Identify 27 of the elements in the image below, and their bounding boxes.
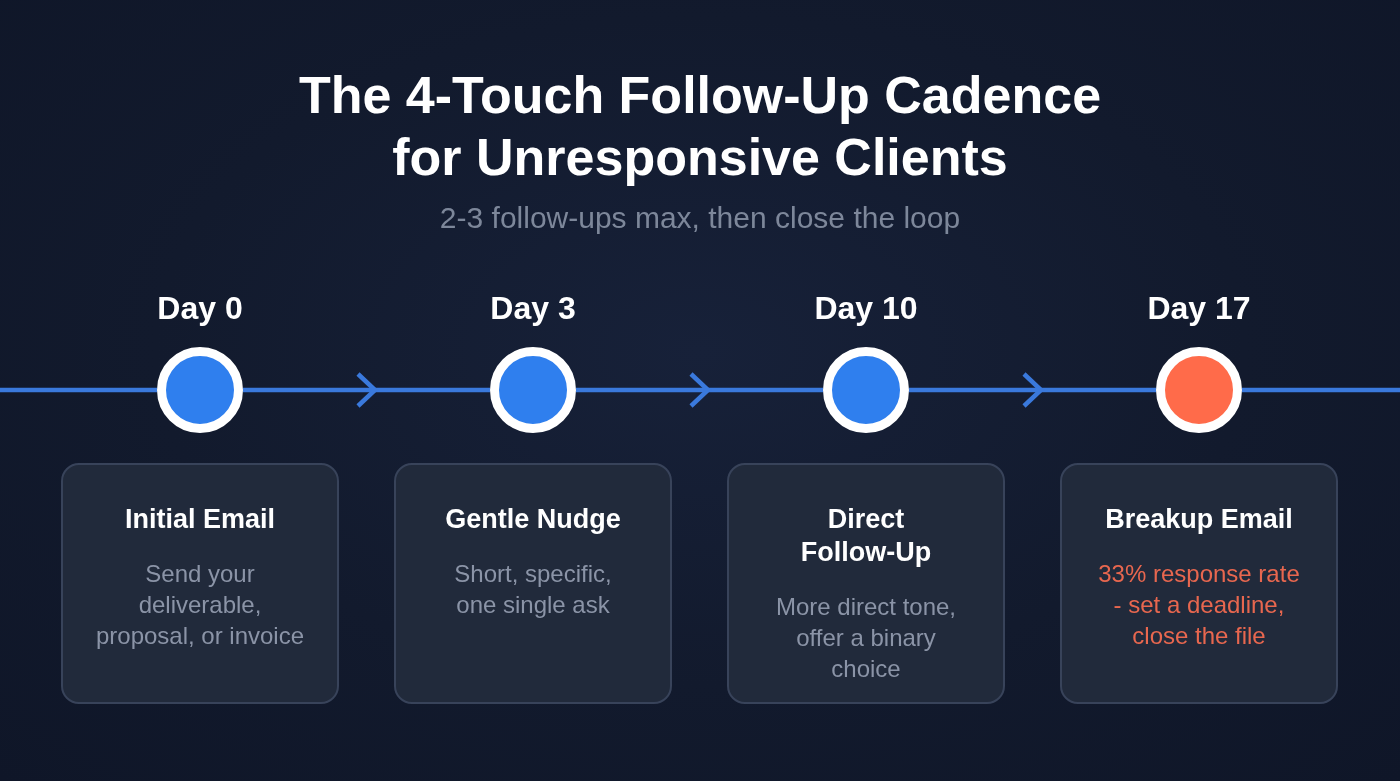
timeline-arrow bbox=[576, 371, 823, 409]
milestone-circle bbox=[1156, 347, 1242, 433]
card-description: More direct tone, offer a binary choice bbox=[774, 592, 958, 684]
card-description: Short, specific, one single ask bbox=[453, 559, 613, 620]
timeline-line bbox=[0, 387, 157, 393]
card-title: Breakup Email bbox=[1105, 503, 1293, 536]
step-card bbox=[727, 463, 1005, 704]
day-label: Day 17 bbox=[1147, 290, 1251, 326]
card-title: Gentle Nudge bbox=[445, 503, 621, 536]
step-card bbox=[61, 463, 339, 704]
milestone-circle bbox=[490, 347, 576, 433]
day-label: Day 0 bbox=[157, 290, 243, 326]
day-label: Day 3 bbox=[490, 290, 576, 326]
step-card bbox=[394, 463, 672, 704]
timeline-arrow bbox=[909, 371, 1156, 409]
card-description: Send your deliverable, proposal, or invoice bbox=[94, 559, 306, 651]
timeline-arrow bbox=[243, 371, 490, 409]
milestone-circle bbox=[823, 347, 909, 433]
day-label: Day 10 bbox=[814, 290, 918, 326]
milestone-circle bbox=[157, 347, 243, 433]
step-card bbox=[1060, 463, 1338, 704]
title: The 4-Touch Follow-Up Cadence for Unresponsive Clients bbox=[297, 65, 1103, 188]
subtitle: 2-3 follow-ups max, then close the loop bbox=[439, 200, 961, 236]
card-description: 33% response rate - set a deadline, close the file bbox=[1097, 559, 1301, 651]
card-title: Initial Email bbox=[124, 503, 275, 536]
card-title: Direct Follow-Up bbox=[799, 503, 933, 569]
timeline-line bbox=[1242, 387, 1400, 393]
